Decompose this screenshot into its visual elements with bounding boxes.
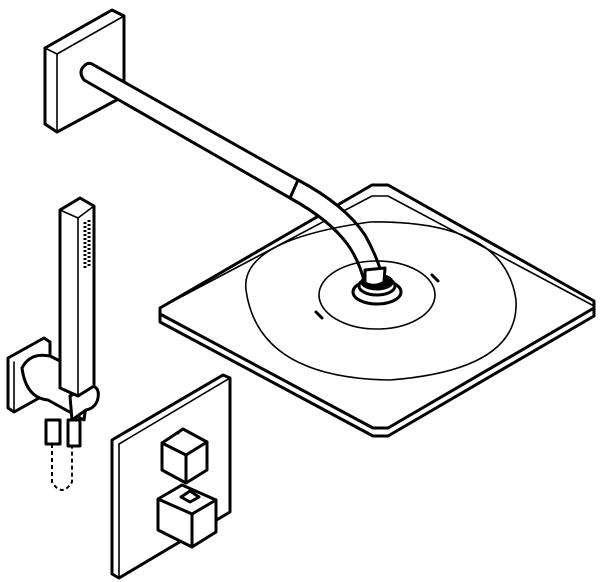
thermostat-handles — [156, 427, 218, 549]
head-shower — [158, 178, 596, 438]
hand-shower — [58, 196, 96, 398]
upper-cube-handle — [160, 427, 209, 485]
lower-cube-handle — [156, 483, 218, 549]
